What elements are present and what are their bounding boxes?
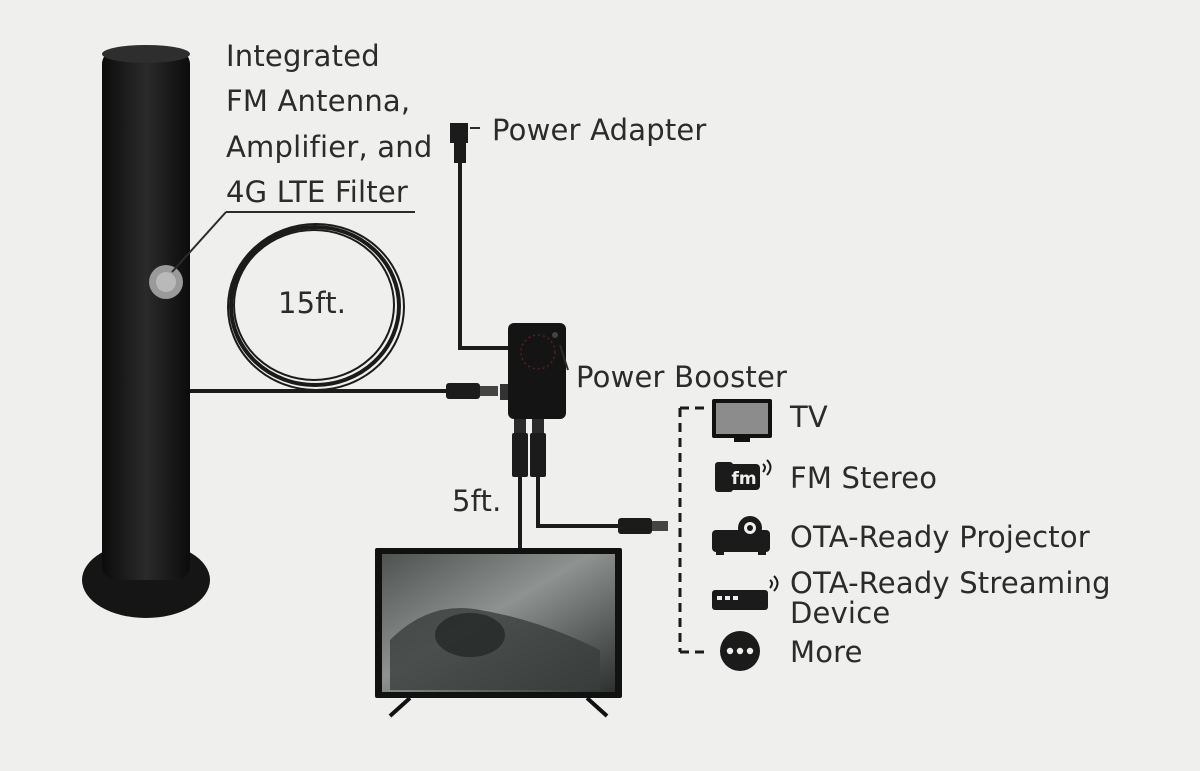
antenna-callout — [171, 211, 415, 273]
antenna-label-line-4: 4G LTE Filter — [226, 175, 408, 209]
svg-text:fm: fm — [731, 469, 756, 489]
device-label-streaming-line-1: OTA-Ready Streaming — [790, 566, 1111, 600]
projector-icon — [712, 516, 770, 555]
device-label-tv: TV — [790, 400, 828, 434]
power-adapter — [450, 123, 510, 350]
devices-bracket — [678, 406, 708, 654]
power-booster-label: Power Booster — [576, 360, 788, 394]
tv-icon — [712, 399, 772, 442]
booster-to-devices-cable — [536, 477, 668, 534]
device-label-projector: OTA-Ready Projector — [790, 520, 1090, 554]
antenna-tower — [82, 45, 210, 618]
antenna-label-line-2: FM Antenna, — [226, 84, 411, 118]
power-booster-box — [500, 323, 569, 477]
television — [375, 548, 622, 718]
cable-length-5ft: 5ft. — [452, 484, 502, 518]
power-adapter-label: Power Adapter — [492, 113, 707, 147]
antenna-label-line-3: Amplifier, and — [226, 130, 433, 164]
device-label-streaming-line-2: Device — [790, 596, 891, 630]
device-label-more: More — [790, 635, 863, 669]
streaming-device-icon — [712, 575, 779, 610]
more-icon — [720, 631, 760, 671]
device-label-fm-stereo: FM Stereo — [790, 461, 938, 495]
antenna-label-line-1: Integrated — [226, 39, 380, 73]
antenna-to-booster-cable — [190, 383, 498, 399]
fm-radio-icon: fm — [715, 459, 772, 492]
cable-length-15ft: 15ft. — [278, 286, 347, 320]
cable-coil-15ft — [227, 223, 405, 391]
